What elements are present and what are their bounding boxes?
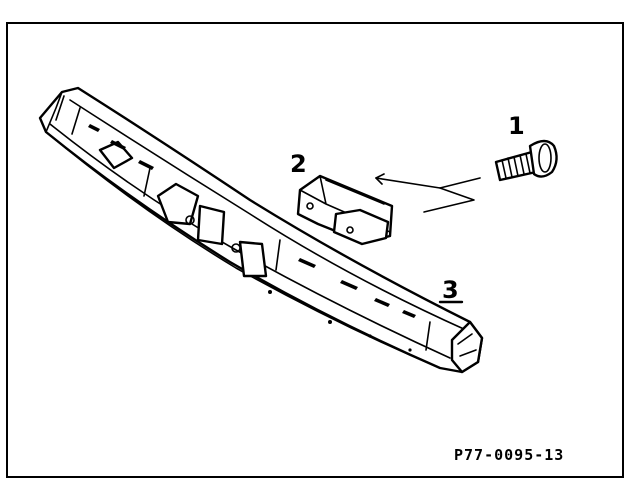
screw <box>494 139 558 182</box>
callout-2-label: 2 <box>290 150 307 178</box>
assembly-arrow <box>375 173 481 213</box>
callout-1-label: 1 <box>508 112 525 140</box>
bumper-reinforcement-bar <box>38 86 484 374</box>
reference-code: P77-0095-13 <box>454 446 564 464</box>
callout-3-label: 3 <box>442 276 459 304</box>
clip-nut <box>296 174 394 246</box>
diagram-frame <box>6 22 624 478</box>
